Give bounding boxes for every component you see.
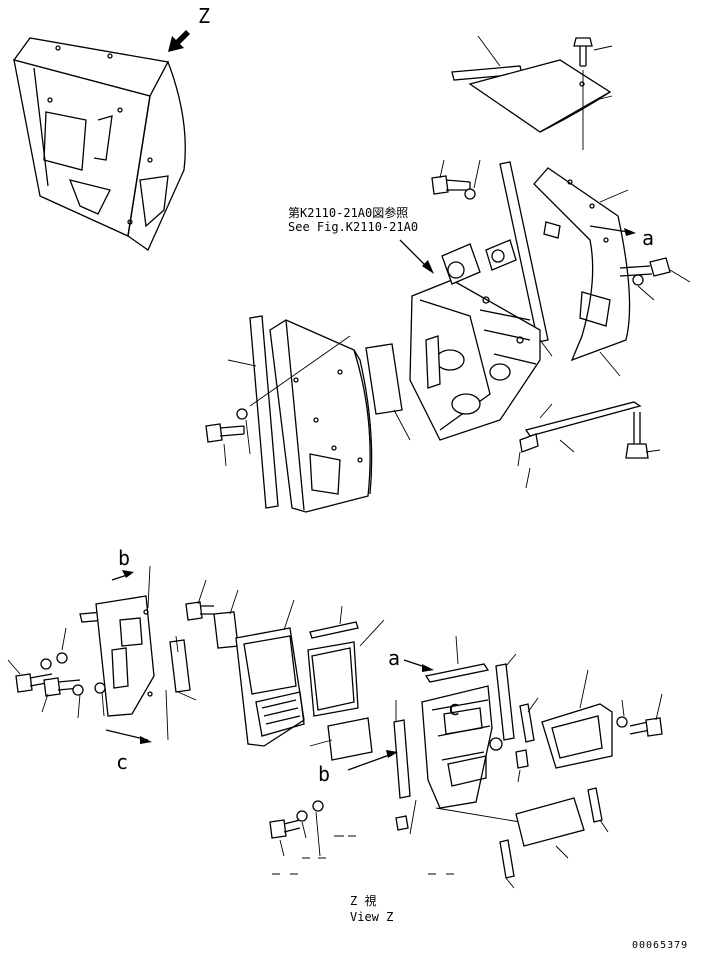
washer-icon (40, 658, 52, 670)
right-side-bracket (533, 167, 631, 362)
washer-icon (236, 408, 248, 420)
bolt-icon (431, 175, 471, 195)
pad-plate (365, 343, 403, 415)
bolt-icon (205, 423, 245, 443)
ref-c-center-label: c (448, 696, 461, 720)
left-face-panel (269, 319, 373, 513)
ref-a-lower-label: a (388, 646, 401, 670)
washer-icon (94, 682, 106, 694)
diagonal-strip (524, 401, 642, 437)
washer-icon (632, 274, 644, 286)
console-overview-view (12, 30, 190, 251)
lower-right-assembly (269, 635, 663, 889)
reference-note-japanese: 第K2110-21A0図参照 (288, 206, 409, 220)
reference-note-english: See Fig.K2110-21A0 (288, 220, 419, 234)
drawing-number: 00065379 (632, 940, 689, 951)
view-caption-english: View Z (350, 910, 394, 924)
washer-icon (312, 800, 324, 812)
lower-top-strip (424, 663, 490, 683)
bolt-icon (269, 819, 301, 839)
bracket-plate (95, 595, 155, 717)
washer-icon (296, 810, 308, 822)
small-pad (327, 717, 373, 761)
lower-left-bracket-group (7, 565, 197, 744)
washer-icon (56, 652, 68, 664)
bolt-icon (573, 37, 593, 67)
ref-c-left-label: c (116, 750, 129, 774)
bolt-icon (619, 257, 671, 277)
vertical-strip (393, 719, 411, 799)
ref-a-top: a (642, 226, 655, 250)
vertical-rod (499, 161, 549, 343)
monitor-icon (235, 627, 305, 747)
ref-b-label: b (118, 546, 131, 570)
bottom-plate (515, 797, 585, 847)
center-mechanism (409, 239, 541, 441)
small-bracket (213, 611, 239, 649)
lower-face-plate (421, 685, 493, 809)
view-letter-label: Z (198, 4, 211, 28)
bolt-icon (625, 412, 649, 459)
monitor-group (185, 579, 385, 761)
washer-icon (464, 188, 476, 200)
bolt-icon (185, 601, 214, 621)
bolt-icon (629, 717, 663, 737)
washer-icon (616, 716, 628, 728)
right-lower-plate (541, 703, 613, 769)
ref-b-lower-label: b (318, 762, 331, 786)
upper-assembly (205, 35, 691, 513)
vertical-seal-strip (249, 315, 279, 509)
washer-icon (72, 684, 84, 696)
view-caption-japanese: Z 視 (350, 894, 377, 908)
view-arrow-icon (168, 30, 190, 52)
